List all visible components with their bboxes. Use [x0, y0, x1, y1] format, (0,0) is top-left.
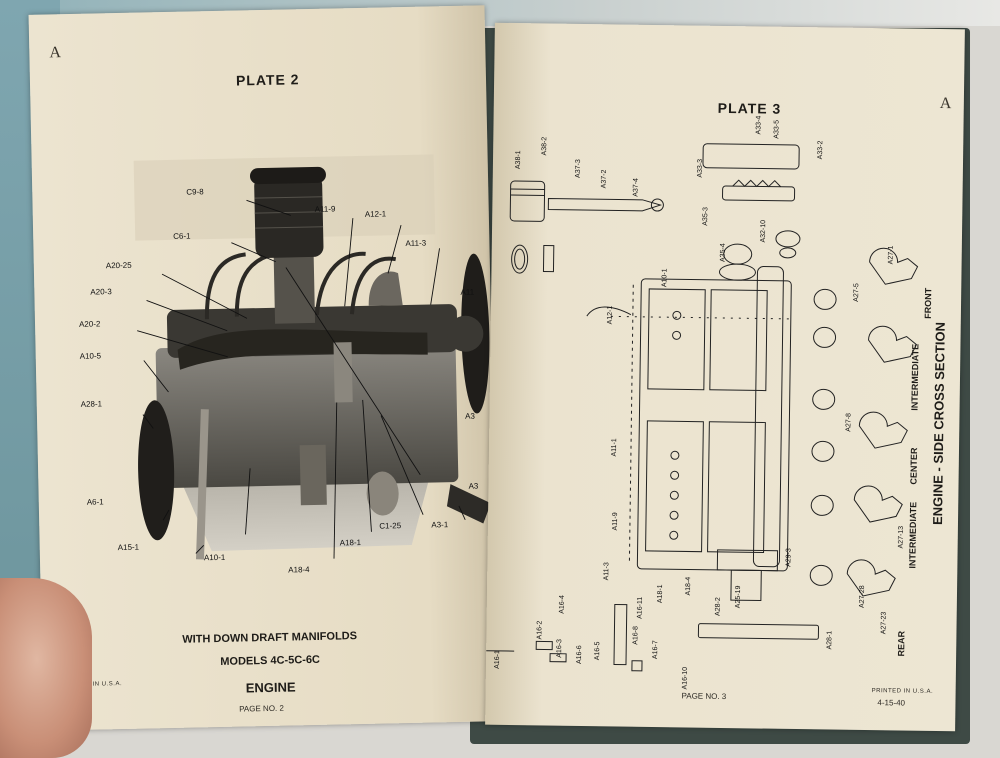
label-a18-4: A18-4: [684, 576, 693, 596]
label-a16-6: A16-6: [575, 645, 584, 665]
label-a27-5: A27-5: [853, 283, 861, 302]
label-a6-1: A6-1: [86, 497, 104, 507]
holding-hand: [0, 578, 92, 758]
label-a10-1: A10-1: [203, 552, 226, 563]
label-a37-3: A37-3: [574, 159, 583, 178]
label-a16-11: A16-11: [636, 596, 644, 619]
label-a32-10: A32-10: [759, 219, 768, 243]
label-a16-7: A16-7: [652, 640, 660, 660]
label-a33-2: A33-2: [817, 140, 825, 160]
pos-front: FRONT: [922, 287, 934, 319]
label-a37-2: A37-2: [600, 169, 608, 189]
label-a37-4: A37-4: [632, 178, 640, 197]
label-a38-2: A38-2: [541, 136, 549, 156]
pos-intermediate-2: INTERMEDIATE: [907, 501, 919, 569]
label-a35-4: A35-4: [719, 243, 727, 263]
pos-rear: REAR: [896, 630, 907, 657]
label-a33-4: A33-4: [755, 115, 763, 135]
label-a10-1: A10-1: [661, 268, 669, 288]
label-a11-3: A11-3: [405, 238, 427, 249]
right-page: PLATE 3 A: [485, 22, 965, 732]
left-page-number: PAGE NO. 2: [239, 703, 284, 714]
label-a25-19: A25-19: [734, 585, 743, 609]
label-a28-1: A28-1: [80, 399, 103, 409]
exploded-diagram: [486, 143, 919, 672]
right-date: 4-15-40: [877, 698, 906, 708]
label-a18-1: A18-1: [339, 538, 362, 548]
label-a16-4: A16-4: [558, 595, 566, 614]
label-a11-3: A11-3: [603, 562, 611, 581]
label-a29-3: A29-3: [785, 548, 793, 567]
label-a33-3: A33-3: [696, 158, 705, 178]
label-a27-23: A27-23: [880, 611, 888, 635]
label-a16-5: A16-5: [594, 641, 602, 661]
label-a3-edge: A3: [464, 411, 475, 421]
label-c6-1: C6-1: [173, 231, 191, 241]
label-a15-1: A15-1: [117, 542, 140, 553]
label-a27-13: A27-13: [897, 525, 905, 549]
label-a11-9: A11-9: [314, 204, 336, 214]
label-a11-1: A11-1: [610, 438, 619, 457]
label-a10-5: A10-5: [79, 351, 102, 361]
label-a27-1: A27-1: [887, 245, 895, 265]
label-a38-1: A38-1: [514, 150, 523, 170]
label-a16-8: A16-8: [632, 626, 640, 645]
label-a20-25: A20-25: [105, 260, 132, 271]
label-a16-10: A16-10: [681, 666, 689, 690]
pos-center: CENTER: [908, 447, 920, 485]
label-a28-2: A28-2: [714, 597, 722, 616]
label-a16-2: A16-2: [536, 620, 544, 640]
label-a11-9: A11-9: [611, 512, 620, 531]
plate-2-title: PLATE 2: [235, 71, 300, 89]
label-a20-2: A20-2: [78, 319, 101, 329]
label-a28-1: A28-1: [826, 630, 834, 650]
label-a35-3: A35-3: [702, 206, 710, 226]
right-printed-note: PRINTED IN U.S.A.: [871, 688, 934, 695]
caption-models: MODELS 4C-5C-6C: [220, 653, 321, 668]
left-page: A PLATE 2: [28, 5, 500, 731]
label-a16-3: A16-3: [556, 638, 564, 658]
label-a3b-edge: A3: [468, 481, 479, 491]
label-c1-25: C1-25: [379, 521, 402, 531]
label-a16-1: A16-1: [493, 650, 502, 669]
label-a27-8: A27-8: [845, 412, 853, 432]
engine-photo: [132, 153, 491, 560]
pos-intermediate: INTERMEDIATE: [909, 343, 921, 411]
left-corner-letter: A: [49, 44, 62, 62]
label-a18-1: A18-1: [656, 584, 665, 604]
label-a18-4: A18-4: [288, 565, 310, 575]
right-page-number: PAGE NO. 3: [681, 691, 727, 702]
label-c9-8: C9-8: [186, 187, 204, 197]
label-a20-3: A20-3: [90, 287, 112, 297]
side-cross-section-title: ENGINE - SIDE CROSS SECTION: [929, 321, 948, 526]
label-a3-1: A3-1: [431, 520, 449, 530]
caption-engine: ENGINE: [245, 679, 296, 696]
label-a11-edge: A11: [460, 287, 475, 297]
label-a12-1: A12-1: [364, 209, 387, 219]
caption-manifolds: WITH DOWN DRAFT MANIFOLDS: [182, 630, 358, 646]
label-a12-1: A12-1: [606, 305, 614, 325]
label-a33-5: A33-5: [773, 119, 781, 139]
label-a27-28: A27-28: [858, 585, 867, 608]
